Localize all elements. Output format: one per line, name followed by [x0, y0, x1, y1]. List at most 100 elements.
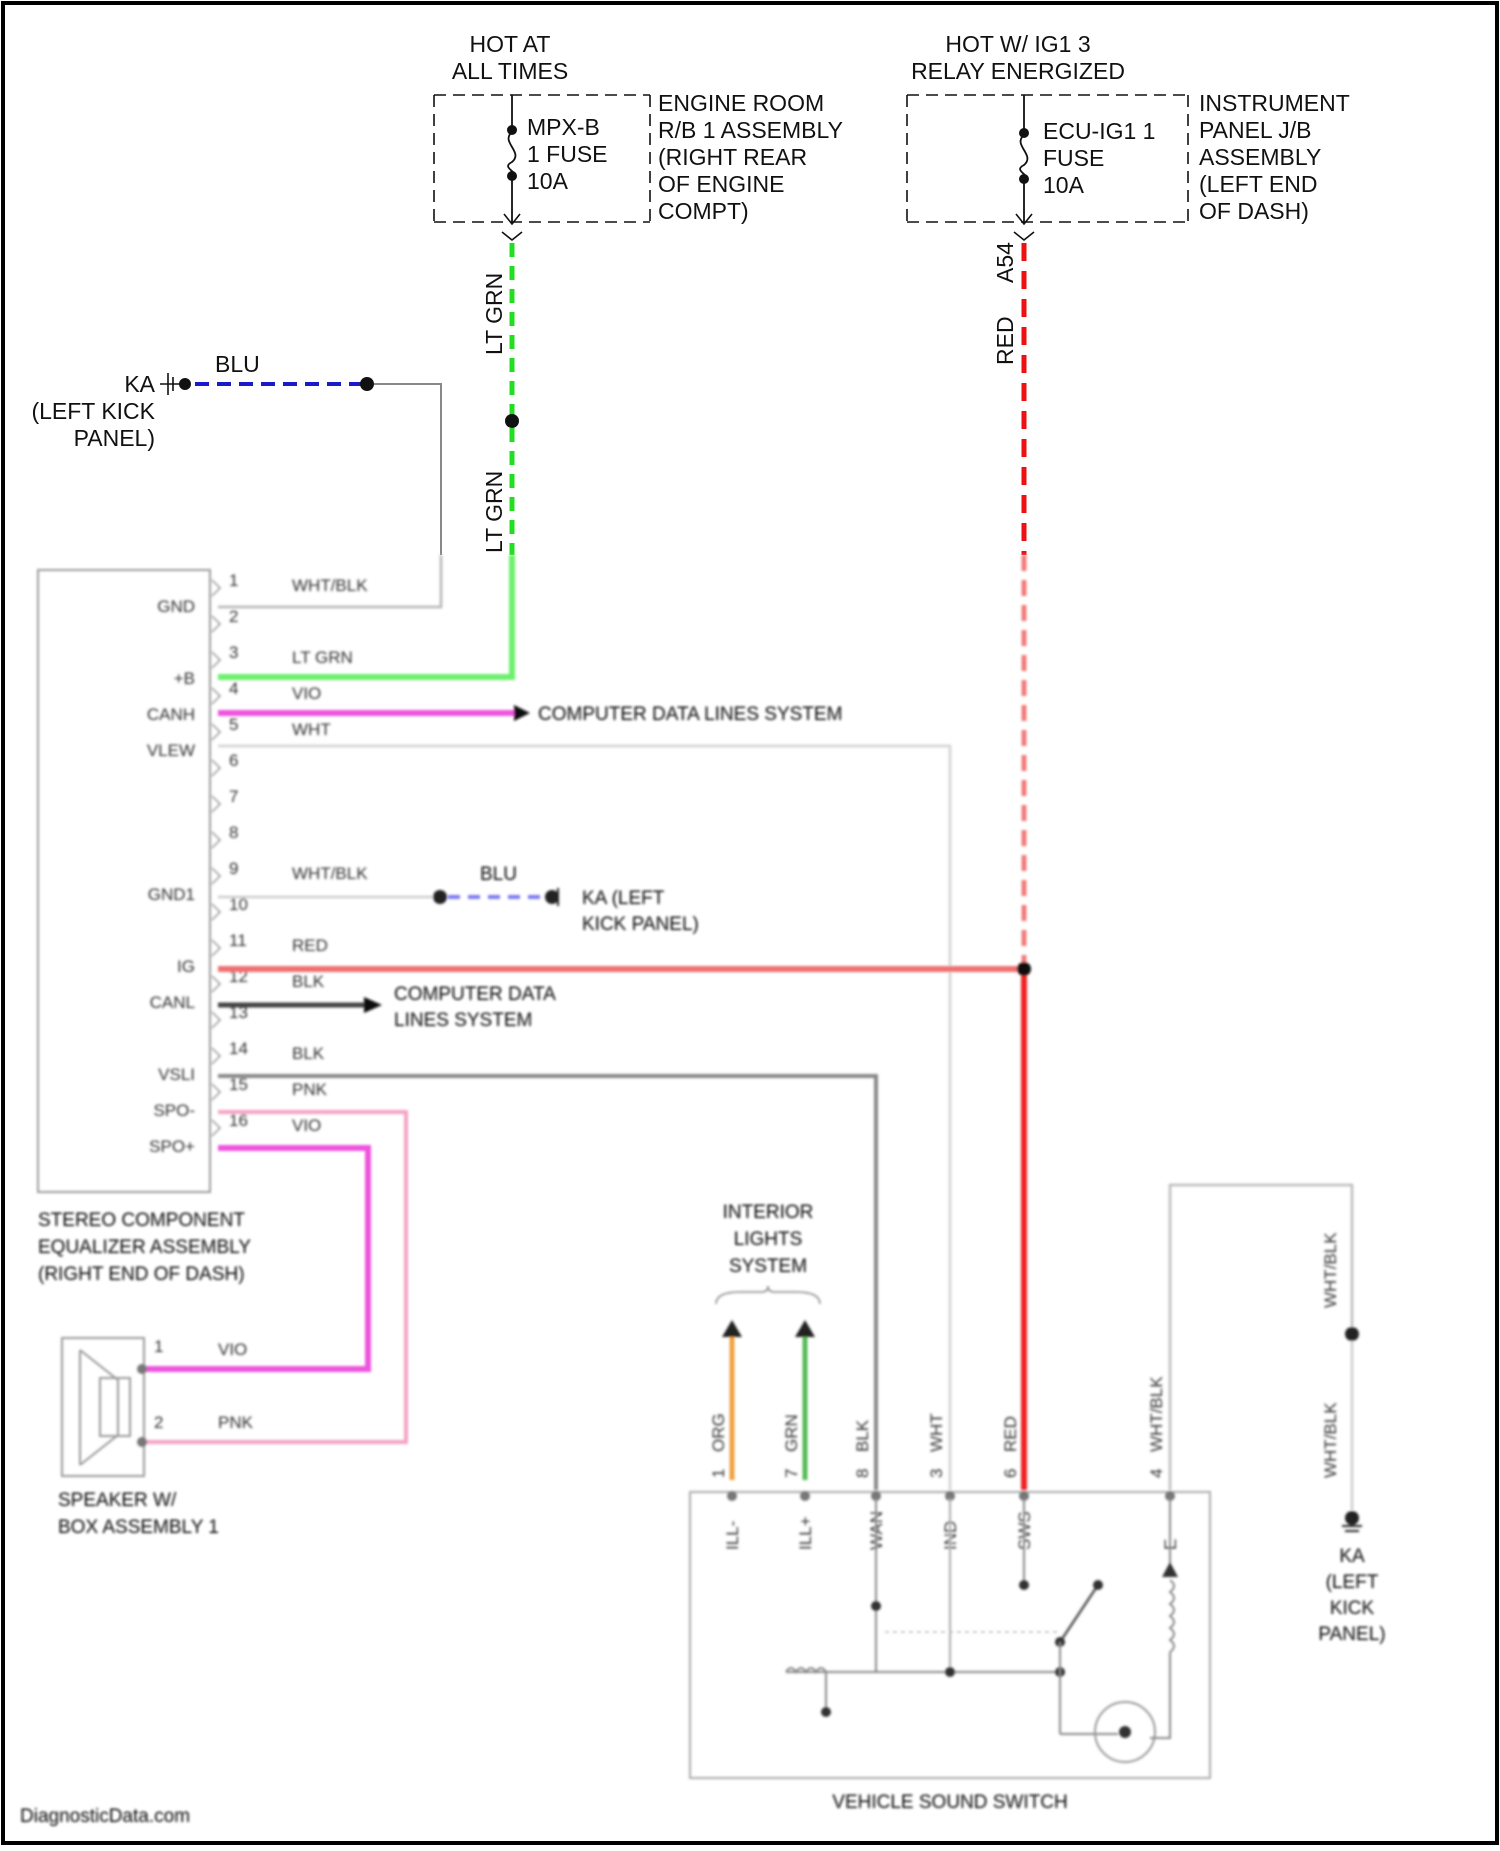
switch-node-wan [871, 1601, 881, 1611]
ground-ka-loc-1: (LEFT KICK [31, 398, 155, 424]
switch-pin-terminal [727, 1491, 737, 1501]
eq-pin-wire-color: BLK [292, 972, 325, 991]
switch-contact-node [1093, 1580, 1103, 1590]
eq-pin-terminal: SPO+ [149, 1137, 195, 1156]
speaker-pin1-terminal [137, 1364, 147, 1374]
speaker-pin2-terminal [137, 1437, 147, 1447]
switch-pin-wire-color: ORG [709, 1413, 728, 1452]
ig-fuse-name-1: ECU-IG1 1 [1043, 118, 1155, 144]
canh-destination: COMPUTER DATA LINES SYSTEM [538, 704, 842, 725]
canl-destination-2: LINES SYSTEM [394, 1010, 532, 1031]
hot-at-all-times-line2: ALL TIMES [452, 58, 568, 84]
eq-pin-number: 2 [229, 607, 238, 626]
hot-ig1-line2: RELAY ENERGIZED [911, 58, 1125, 84]
switch-pin-terminal [800, 1491, 810, 1501]
gnd1-blu-label: BLU [480, 864, 517, 885]
eq-pin-number: 7 [229, 787, 238, 806]
eq-pin-number: 5 [229, 715, 238, 734]
gnd1-splice [433, 890, 447, 904]
fuse-name-line2: 1 FUSE [527, 141, 608, 167]
eq-pin-wire-color: WHT [292, 720, 331, 739]
eq-pin-number: 14 [229, 1039, 248, 1058]
hot-ig1-line1: HOT W/ IG1 3 [945, 31, 1090, 57]
eq-pin-wire-color: LT GRN [292, 648, 353, 667]
eq-pin-wire-color: RED [292, 936, 328, 955]
ground-ka-loc-2: PANEL) [74, 425, 155, 451]
right-ground-name-4: PANEL) [1318, 1624, 1385, 1645]
diagram-frame [3, 3, 1497, 1843]
fuse-name-line1: MPX-B [527, 114, 600, 140]
hot-at-all-times-line1: HOT AT [470, 31, 551, 57]
blu-wire-label: BLU [215, 351, 260, 377]
right-ground-name-3: KICK [1330, 1598, 1375, 1619]
equalizer-name-2: EQUALIZER ASSEMBLY [38, 1237, 251, 1258]
ground-ka-name: KA [124, 371, 155, 397]
ig-fuse-terminal-top [1019, 128, 1029, 138]
lt-grn-splice [505, 414, 519, 428]
switch-pin-wire-color: GRN [782, 1414, 801, 1452]
blu-wire-splice [360, 377, 374, 391]
switch-pin-number: 6 [1001, 1469, 1020, 1478]
switch-pin-number: 8 [853, 1469, 872, 1478]
eq-pin-terminal: GND1 [148, 885, 195, 904]
red-wire-splice [1017, 962, 1031, 976]
red-wire-label: RED [992, 316, 1018, 365]
engine-room-label-1: ENGINE ROOM [658, 90, 824, 116]
eq-pin-terminal: SPO- [153, 1101, 195, 1120]
eq-pin-wire-color: WHT/BLK [292, 576, 368, 595]
jb-label-2: PANEL J/B [1199, 117, 1311, 143]
switch-pin-number: 3 [927, 1469, 946, 1478]
engine-room-label-3: (RIGHT REAR [658, 144, 807, 170]
gnd1-ground-label-2: KICK PANEL) [582, 914, 699, 935]
equalizer-name-3: (RIGHT END OF DASH) [38, 1264, 245, 1285]
switch-node-sws [1019, 1580, 1029, 1590]
eq-pin-wire-color: VIO [292, 684, 321, 703]
ground-terminal [179, 378, 191, 390]
right-ground-wire-upper: WHT/BLK [1321, 1232, 1340, 1308]
interior-lights-2: LIGHTS [734, 1229, 803, 1250]
eq-pin-wire-color: VIO [292, 1116, 321, 1135]
right-ground-wire-lower: WHT/BLK [1321, 1402, 1340, 1478]
jb-label-1: INSTRUMENT [1199, 90, 1350, 116]
interior-lights-1: INTERIOR [723, 1202, 814, 1223]
switch-pin-number: 7 [782, 1469, 801, 1478]
gnd1-ground-label-1: KA (LEFT [582, 888, 665, 909]
speaker-name-1: SPEAKER W/ [58, 1490, 177, 1511]
eq-pin-number: 4 [229, 679, 238, 698]
eq-pin-terminal: CANH [147, 705, 195, 724]
eq-pin-wire-color: BLK [292, 1044, 325, 1063]
right-ground-terminal [1345, 1511, 1359, 1525]
switch-node-ind [945, 1667, 955, 1677]
eq-pin-number: 6 [229, 751, 238, 770]
jb-label-4: (LEFT END [1199, 171, 1317, 197]
switch-pin-number: 1 [709, 1469, 728, 1478]
speaker-pin2-num: 2 [154, 1413, 163, 1432]
interior-lights-3: SYSTEM [729, 1256, 807, 1277]
ig-fuse-name-2: FUSE [1043, 145, 1104, 171]
eq-pin-terminal: IG [177, 957, 195, 976]
switch-pin-wire-color: WHT/BLK [1147, 1376, 1166, 1452]
switch-pin-wire-color: BLK [853, 1419, 872, 1452]
eq-pin-number: 9 [229, 859, 238, 878]
eq-pin-number: 11 [229, 931, 247, 950]
motor-center [1119, 1726, 1131, 1738]
switch-pin-wire-color: RED [1001, 1416, 1020, 1452]
equalizer-name-1: STEREO COMPONENT [38, 1210, 245, 1231]
speaker-pin2-wire: PNK [218, 1413, 254, 1432]
eq-pin-number: 8 [229, 823, 238, 842]
eq-pin-terminal: +B [174, 669, 195, 688]
eq-pin-terminal: GND [157, 597, 195, 616]
eq-pin-wire-color: WHT/BLK [292, 864, 368, 883]
fuse-terminal-top [507, 125, 517, 135]
switch-name: VEHICLE SOUND SWITCH [832, 1792, 1067, 1813]
ig-fuse-rating: 10A [1043, 172, 1085, 198]
right-ground-name-1: KA [1339, 1546, 1365, 1567]
connector-a54-label: A54 [992, 242, 1018, 283]
lt-grn-label-upper: LT GRN [481, 273, 507, 355]
lt-grn-label-lower: LT GRN [481, 471, 507, 553]
eq-pin-wire-color: PNK [292, 1080, 328, 1099]
engine-room-label-2: R/B 1 ASSEMBLY [658, 117, 843, 143]
switch-pin-terminal-name: ILL- [723, 1521, 742, 1550]
eq-pin-terminal: VSLI [158, 1065, 195, 1084]
